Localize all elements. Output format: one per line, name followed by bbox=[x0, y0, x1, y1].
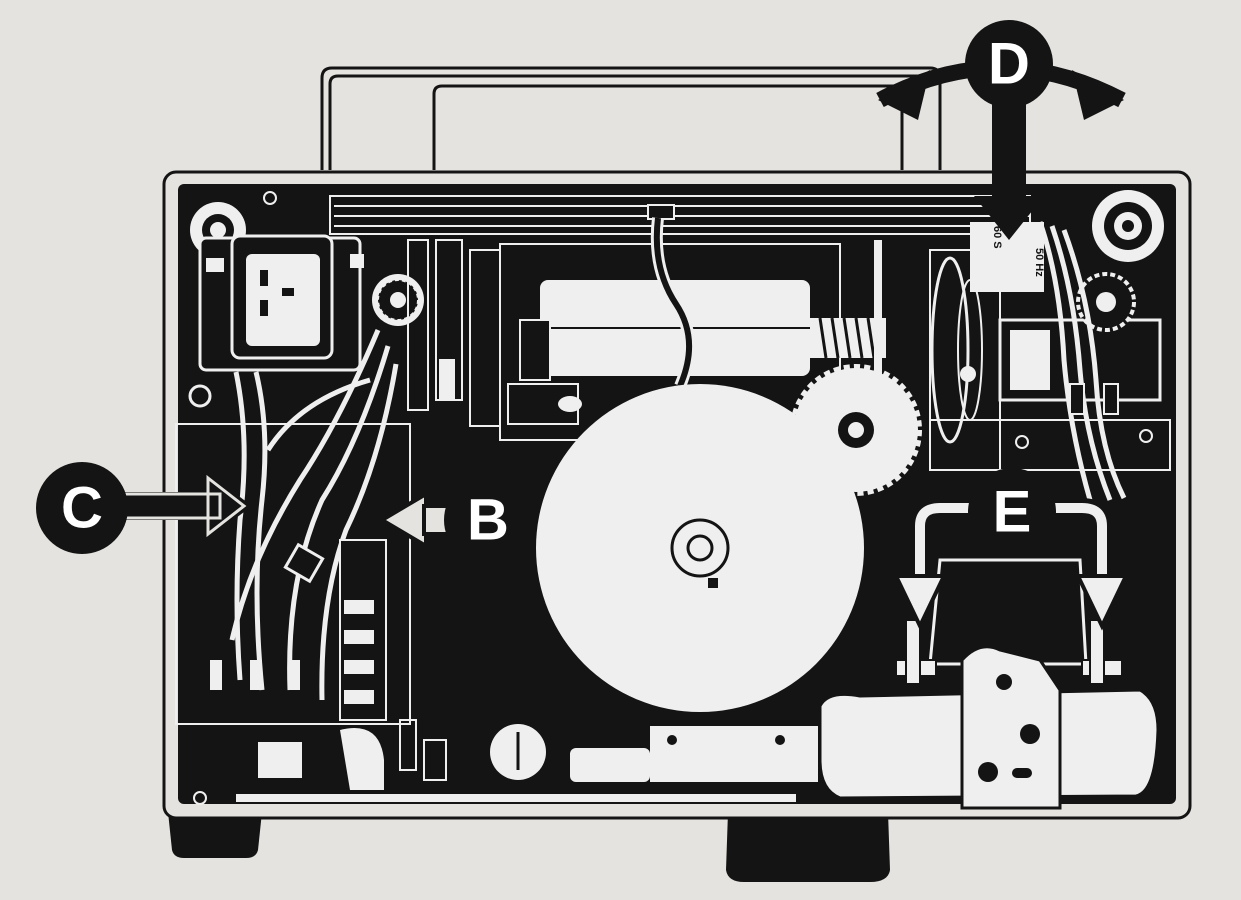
callout-d: D bbox=[876, 20, 1126, 240]
left-gear bbox=[372, 274, 424, 326]
callout-d-label: D bbox=[988, 32, 1030, 97]
left-wire-harness bbox=[229, 329, 399, 701]
terminal-block bbox=[175, 384, 411, 725]
worm-gear bbox=[810, 317, 886, 359]
bottom-components bbox=[193, 719, 818, 805]
top-left-screw bbox=[263, 191, 277, 205]
callout-e-label: E bbox=[993, 480, 1032, 545]
film-gate-assembly bbox=[818, 558, 1160, 810]
right-wire-bundle bbox=[1037, 221, 1127, 501]
top-rail bbox=[329, 195, 1031, 235]
flywheel-disc bbox=[536, 384, 864, 712]
wire-clip-right bbox=[1069, 383, 1085, 415]
carry-handle bbox=[320, 66, 942, 170]
vertical-plates bbox=[407, 239, 501, 427]
switch-code-text: 60 S bbox=[991, 226, 1003, 249]
projector-feet bbox=[168, 812, 890, 882]
power-socket bbox=[198, 234, 364, 372]
callout-c: C bbox=[36, 462, 252, 554]
wire-tie-left bbox=[283, 542, 325, 584]
callout-e: E bbox=[892, 468, 1130, 631]
callout-b-label: B bbox=[467, 488, 509, 553]
motor-section bbox=[929, 249, 1171, 471]
callout-b: B bbox=[378, 476, 532, 564]
guide-rod bbox=[874, 240, 882, 468]
callout-c-label: C bbox=[61, 476, 103, 541]
top-right-pulley bbox=[1092, 190, 1164, 262]
switch-hz-text: 50 Hz bbox=[1033, 248, 1045, 277]
right-gear bbox=[1076, 272, 1136, 332]
